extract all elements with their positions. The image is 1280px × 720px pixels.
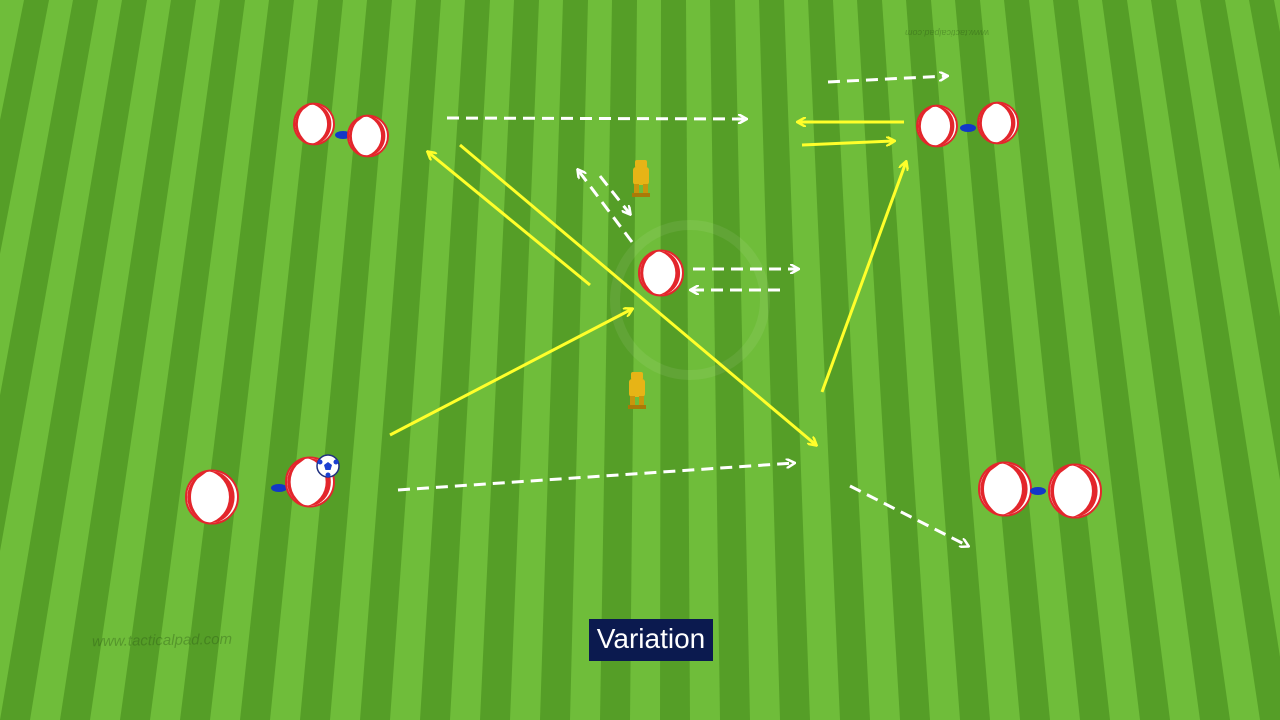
ball-icon: [316, 454, 340, 478]
player-icon: [977, 101, 1019, 145]
pass-arrow: [801, 141, 894, 147]
player-head: [271, 484, 287, 492]
run-arrow: [827, 76, 947, 84]
variation-caption: Variation: [589, 619, 713, 661]
run-arrow: [397, 463, 794, 492]
run-arrow: [446, 118, 746, 119]
pass-arrow: [428, 152, 591, 287]
player-icon: [293, 102, 335, 146]
mannequin-icon: [628, 372, 646, 409]
player-icon: [347, 114, 389, 158]
pass-arrow: [389, 309, 632, 437]
player-icon: [185, 469, 239, 525]
player-head: [335, 131, 351, 139]
mannequin-icon: [632, 160, 650, 197]
watermark-top: www.tacticalpad.com: [905, 28, 990, 38]
pieces: [185, 101, 1102, 525]
player-icon: [916, 104, 958, 148]
watermark-bottom: www.tacticalpad.com: [91, 630, 233, 651]
run-arrow: [849, 484, 968, 546]
run-arrow: [598, 175, 630, 214]
player-icon: [638, 249, 684, 297]
pass-arrow: [820, 162, 906, 393]
pass-arrow: [459, 143, 816, 445]
player-icon: [1048, 463, 1102, 519]
player-head: [960, 124, 976, 132]
run-arrow: [578, 170, 634, 243]
pass-lines: [389, 122, 906, 445]
player-head: [1030, 487, 1046, 495]
player-icon: [978, 461, 1032, 517]
run-lines: [397, 76, 968, 546]
centre-logo: [610, 220, 770, 380]
